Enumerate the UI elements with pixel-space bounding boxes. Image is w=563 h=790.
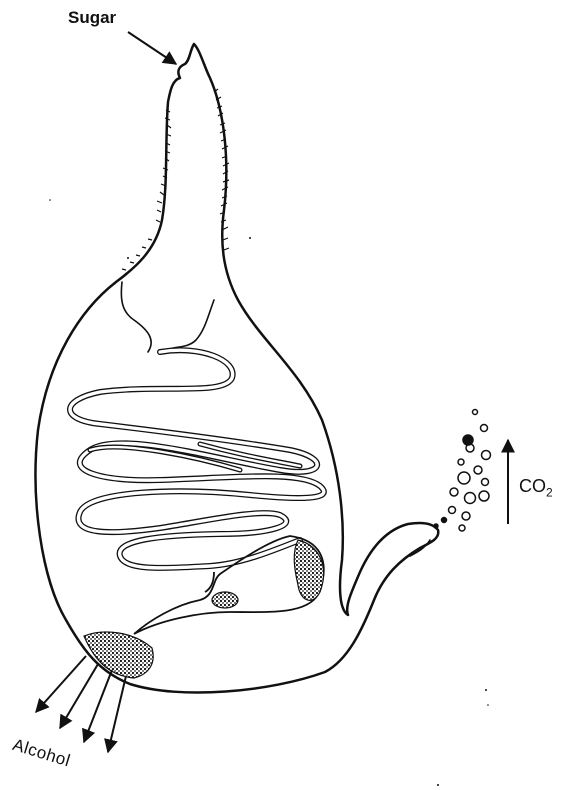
co2-subscript: 2	[546, 486, 553, 500]
co2-bubbles	[434, 410, 491, 532]
sugar-arrow-icon	[128, 32, 176, 64]
specks	[49, 199, 489, 786]
co2-label: CO2	[519, 476, 553, 500]
alcohol-arrows-icon	[36, 656, 126, 752]
organism-body	[36, 44, 439, 693]
coiled-tubules	[70, 350, 324, 568]
neck-texture	[122, 89, 229, 270]
co2-main-text: CO	[519, 476, 546, 496]
sugar-label: Sugar	[68, 8, 116, 28]
